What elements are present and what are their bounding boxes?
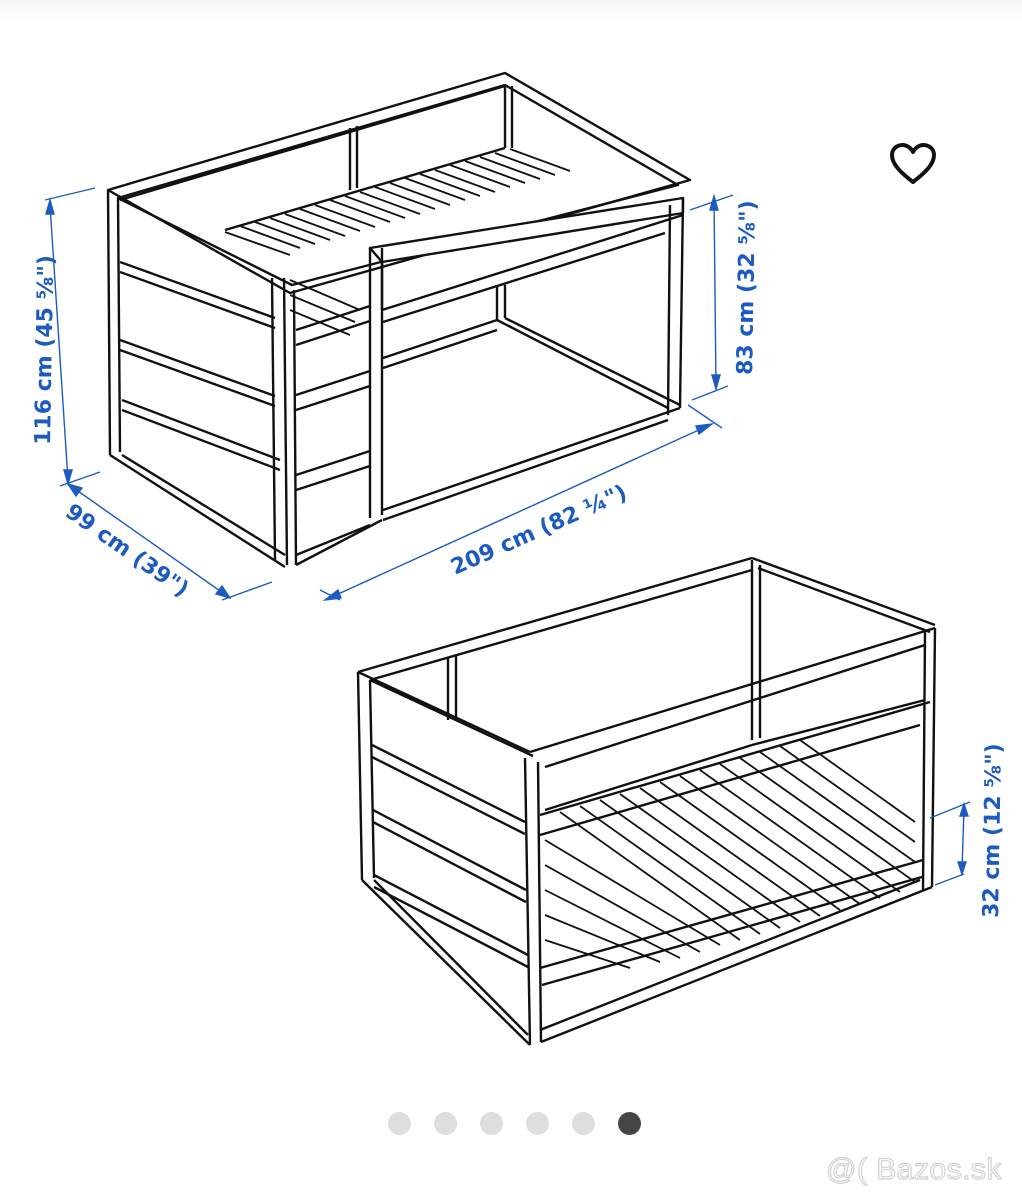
loft-bed-dimensions — [44, 187, 734, 602]
loft-bed-drawing — [106, 71, 692, 569]
low-bed-drawing — [356, 556, 937, 1046]
width-dimension-label: 99 cm (39") — [61, 499, 193, 602]
carousel-dot-1[interactable] — [388, 1112, 411, 1135]
carousel-dot-3[interactable] — [480, 1112, 503, 1135]
carousel-dot-2[interactable] — [434, 1112, 457, 1135]
carousel-dot-6-active[interactable] — [618, 1112, 641, 1135]
length-dimension-label: 209 cm (82 ¼") — [447, 480, 631, 580]
low-bed-height-label: 32 cm (12 ⅝") — [979, 743, 1007, 918]
carousel-pagination — [388, 1112, 641, 1135]
height-dimension-label: 116 cm (45 ⅝") — [31, 255, 59, 445]
heart-outline-icon — [890, 143, 936, 184]
carousel-dot-5[interactable] — [572, 1112, 595, 1135]
underside-dimension-label: 83 cm (32 ⅝") — [733, 200, 761, 375]
favorite-button[interactable] — [880, 133, 946, 195]
low-bed-dimensions — [929, 801, 971, 886]
top-edge-shadow — [0, 0, 1022, 22]
carousel-dot-4[interactable] — [526, 1112, 549, 1135]
product-image[interactable]: 116 cm (45 ⅝") 83 cm (32 ⅝") 99 cm (39")… — [0, 0, 1022, 1090]
bazos-watermark: @( Bazos.sk — [825, 1152, 1002, 1186]
